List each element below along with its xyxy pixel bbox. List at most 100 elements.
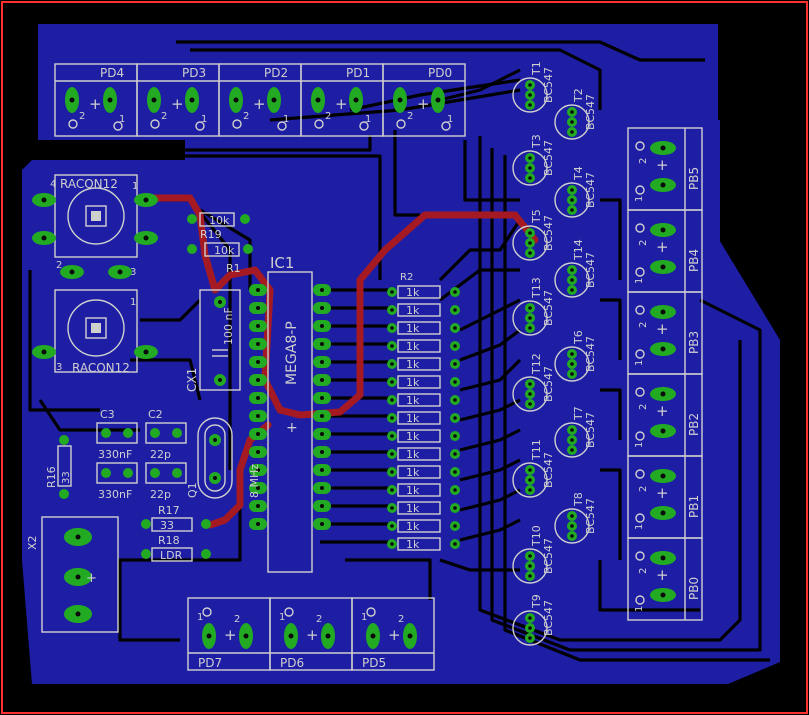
header-top-pin1: 1 bbox=[447, 114, 453, 125]
header-right-pad-a bbox=[650, 551, 676, 565]
header-right-mount-a bbox=[635, 223, 645, 233]
resistor-1k-value: 1k bbox=[406, 466, 420, 479]
ic1-pin bbox=[313, 374, 331, 386]
header-right-label-pb4: PB4 bbox=[687, 249, 701, 272]
top-layer-trace bbox=[146, 194, 539, 419]
r19-label: R19 bbox=[200, 228, 222, 241]
crystal-label: Q1 bbox=[186, 482, 199, 498]
header-top-pin1: 1 bbox=[365, 114, 371, 125]
header-right-label-pb1: PB1 bbox=[687, 495, 701, 518]
header-right-pin1: 1 bbox=[634, 442, 645, 448]
header-top-pad-a bbox=[393, 87, 407, 113]
r19-value: 10k bbox=[214, 244, 235, 257]
header-bottom-label-pd5: PD5 bbox=[362, 656, 386, 670]
resistor-1k-value: 1k bbox=[406, 430, 420, 443]
transistor-part: BC547 bbox=[584, 498, 597, 534]
resistor-1k-value: 1k bbox=[406, 484, 420, 497]
resistor-1k: 1k bbox=[387, 375, 460, 389]
header-right-label-pb5: PB5 bbox=[687, 167, 701, 190]
header-top-pin1: 1 bbox=[283, 114, 289, 125]
ic1-pin bbox=[249, 518, 267, 530]
header-right-mount-b bbox=[635, 185, 645, 195]
header-right-mount-b bbox=[635, 431, 645, 441]
resistor-r18: R18 LDR bbox=[141, 534, 211, 562]
transistor-part: BC547 bbox=[542, 67, 555, 103]
c3-label: C3 bbox=[100, 408, 115, 421]
header-right-pin1: 1 bbox=[634, 360, 645, 366]
header-right-mount-b bbox=[635, 513, 645, 523]
ic1-pin bbox=[249, 446, 267, 458]
header-right-plus: + bbox=[656, 566, 669, 584]
ic1-pin bbox=[249, 428, 267, 440]
transistor-part: BC547 bbox=[584, 172, 597, 208]
transistor-part: BC547 bbox=[542, 366, 555, 402]
header-top-label-pd4: PD4 bbox=[100, 66, 124, 80]
header-right-plus: + bbox=[656, 320, 669, 338]
cx1-label: CX1 bbox=[185, 368, 199, 392]
resistor-1k-value: 1k bbox=[406, 412, 420, 425]
header-top-pin2: 2 bbox=[161, 111, 167, 122]
transistor-name: T6 bbox=[572, 330, 585, 345]
header-right-pb3: PB3+21 bbox=[627, 291, 703, 375]
ic1-pin bbox=[313, 500, 331, 512]
header-right-pin2: 2 bbox=[638, 240, 649, 246]
c1-value: 330nF bbox=[98, 488, 132, 501]
transistor-part: BC547 bbox=[584, 252, 597, 288]
transistor-name: T11 bbox=[530, 439, 543, 461]
resistor-1k-value: 1k bbox=[406, 538, 420, 551]
x2-plus-mark: + bbox=[86, 571, 97, 586]
header-top-pin1: 1 bbox=[119, 114, 125, 125]
header-top-pad-b bbox=[103, 87, 117, 113]
header-bottom-pin2: 2 bbox=[398, 614, 404, 625]
ic1-pin bbox=[249, 482, 267, 494]
ic1-pin bbox=[249, 338, 267, 350]
ic1-pin bbox=[249, 464, 267, 476]
header-bottom-plus: + bbox=[224, 626, 237, 644]
ic1-pin bbox=[249, 392, 267, 404]
ic1-footprint: IC1 MEGA8-P + bbox=[249, 254, 331, 573]
header-bottom-pin2: 2 bbox=[316, 614, 322, 625]
transistor-part: BC547 bbox=[542, 600, 555, 636]
c3-value: 330nF bbox=[98, 448, 132, 461]
header-top-label-pd1: PD1 bbox=[346, 66, 370, 80]
ic1-pin bbox=[313, 464, 331, 476]
ic1-pin bbox=[313, 356, 331, 368]
header-right-pad-b bbox=[650, 342, 676, 356]
header-right-label-pb0: PB0 bbox=[687, 577, 701, 600]
header-right-pad-a bbox=[650, 469, 676, 483]
r18-label: R18 bbox=[158, 534, 180, 547]
header-top-label-pd2: PD2 bbox=[264, 66, 288, 80]
r-top-value: 10k bbox=[209, 214, 230, 227]
header-top-label-pd0: PD0 bbox=[428, 66, 452, 80]
crystal-value: 8 MHz bbox=[248, 464, 261, 498]
racon-lower: RACON12 3 1 bbox=[32, 265, 158, 375]
header-top-pad-a bbox=[229, 87, 243, 113]
header-top-pin1: 1 bbox=[201, 114, 207, 125]
ic1-plus-mark: + bbox=[286, 420, 298, 436]
header-right-plus: + bbox=[656, 484, 669, 502]
header-top-plus: + bbox=[253, 95, 266, 113]
resistor-r17: R17 33 bbox=[141, 504, 211, 532]
transistor-name: T13 bbox=[530, 277, 543, 299]
header-top-mount-a bbox=[150, 119, 160, 129]
ic1-pin bbox=[249, 302, 267, 314]
header-bottom-pin1: 1 bbox=[361, 612, 367, 623]
c2-label: C2 bbox=[148, 408, 163, 421]
ic1-pin bbox=[249, 410, 267, 422]
ic1-pin bbox=[249, 320, 267, 332]
header-right-mount-a bbox=[635, 469, 645, 479]
header-top-mount-b bbox=[359, 121, 369, 131]
header-top-plus: + bbox=[335, 95, 348, 113]
ic1-pin bbox=[313, 284, 331, 296]
transistor-part: BC547 bbox=[542, 290, 555, 326]
racon-upper-pin2: 2 bbox=[56, 260, 62, 271]
r17-label: R17 bbox=[158, 504, 180, 517]
ic1-pin bbox=[313, 410, 331, 422]
header-right-pin2: 2 bbox=[638, 158, 649, 164]
header-top-pin2: 2 bbox=[325, 111, 331, 122]
